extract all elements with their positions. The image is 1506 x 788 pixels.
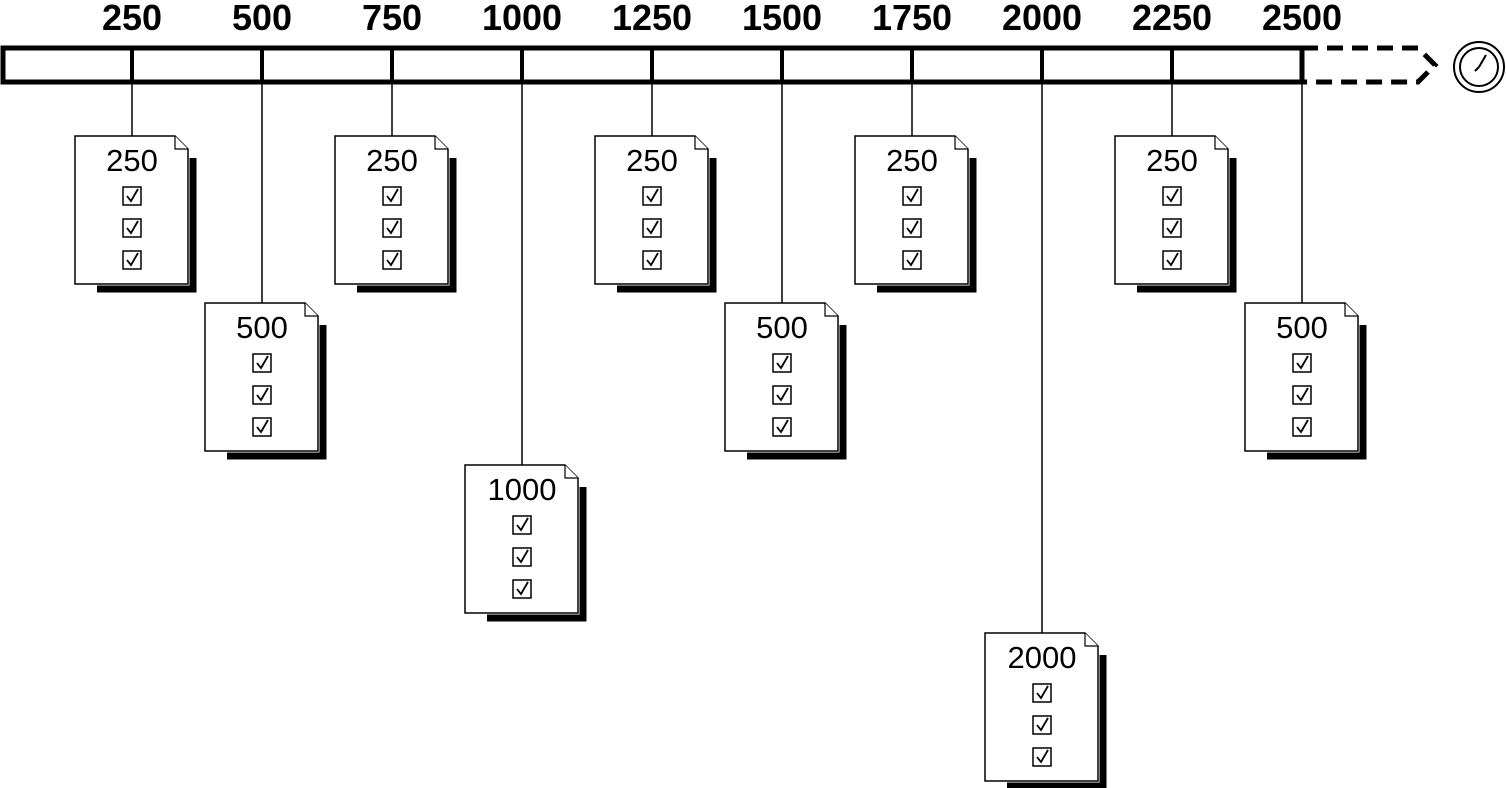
document-shadow <box>747 325 847 460</box>
checkbox-checked-icon <box>122 218 142 238</box>
document-fold <box>564 465 578 479</box>
document-card: 2000 <box>984 632 1107 788</box>
document-fold <box>304 303 318 317</box>
document-title: 250 <box>366 143 418 178</box>
checkbox-checked-icon <box>1032 683 1052 703</box>
document-page <box>594 135 709 285</box>
document-card: 500 <box>724 302 847 460</box>
checkbox-checked-icon <box>512 515 532 535</box>
document-title: 250 <box>626 143 678 178</box>
document-shadow <box>487 487 587 622</box>
document-shadow <box>227 325 327 460</box>
tick-label: 250 <box>102 0 162 38</box>
checkbox-checked-icon <box>1292 385 1312 405</box>
checkbox-checked-icon <box>772 417 792 437</box>
tick-label: 1750 <box>872 0 952 38</box>
checkbox-checked-icon <box>382 218 402 238</box>
tick-label: 2000 <box>1002 0 1082 38</box>
document-card: 250 <box>854 135 977 293</box>
checkbox-checked-icon <box>1162 218 1182 238</box>
checkbox-checked-icon <box>642 250 662 270</box>
document-shadow <box>1007 655 1107 788</box>
tick-label: 2500 <box>1262 0 1342 38</box>
document-title: 1000 <box>488 472 557 507</box>
document-title: 250 <box>106 143 158 178</box>
tick-label: 2250 <box>1132 0 1212 38</box>
document-page <box>1114 135 1229 285</box>
checkbox-checked-icon <box>772 353 792 373</box>
document-shadow <box>877 158 977 293</box>
document-shadow <box>617 158 717 293</box>
document-card: 500 <box>204 302 327 460</box>
checkbox-checked-icon <box>902 186 922 206</box>
checkbox-checked-icon <box>122 250 142 270</box>
tick-label: 500 <box>232 0 292 38</box>
document-page <box>74 135 189 285</box>
document-shadow <box>357 158 457 293</box>
document-fold <box>1344 303 1358 317</box>
document-fold <box>434 136 448 150</box>
checkbox-checked-icon <box>512 547 532 567</box>
document-page <box>724 302 839 452</box>
checkbox-checked-icon <box>642 186 662 206</box>
document-title: 250 <box>1146 143 1198 178</box>
checkbox-checked-icon <box>1032 747 1052 767</box>
tick-label: 1250 <box>612 0 692 38</box>
document-title: 500 <box>756 310 808 345</box>
document-card: 250 <box>74 135 197 293</box>
checkbox-checked-icon <box>772 385 792 405</box>
tick-label: 750 <box>362 0 422 38</box>
document-shadow <box>97 158 197 293</box>
checkbox-checked-icon <box>1292 353 1312 373</box>
checkbox-checked-icon <box>252 417 272 437</box>
checkbox-checked-icon <box>642 218 662 238</box>
document-shadow <box>1267 325 1367 460</box>
document-fold <box>824 303 838 317</box>
document-fold <box>1214 136 1228 150</box>
checkbox-checked-icon <box>902 250 922 270</box>
checkbox-checked-icon <box>122 186 142 206</box>
checkbox-checked-icon <box>252 353 272 373</box>
document-shadow <box>1137 158 1237 293</box>
checkbox-checked-icon <box>252 385 272 405</box>
document-card: 250 <box>1114 135 1237 293</box>
document-page <box>204 302 319 452</box>
checkbox-checked-icon <box>1162 250 1182 270</box>
checkbox-checked-icon <box>512 579 532 599</box>
document-fold <box>694 136 708 150</box>
document-title: 500 <box>1276 310 1328 345</box>
document-page <box>464 464 579 614</box>
clock-icon <box>1453 41 1505 93</box>
document-card: 1000 <box>464 464 587 622</box>
checkbox-checked-icon <box>902 218 922 238</box>
tick-labels: 250 500 750 1000 1250 1500 1750 2000 2250 2500 <box>102 0 1342 38</box>
document-fold <box>1084 633 1098 647</box>
document-title: 2000 <box>1008 640 1077 675</box>
document-card: 250 <box>594 135 717 293</box>
continuation-arrow <box>1302 45 1439 85</box>
document-title: 250 <box>886 143 938 178</box>
checkbox-checked-icon <box>1162 186 1182 206</box>
tick-label: 1500 <box>742 0 822 38</box>
document-page <box>854 135 969 285</box>
checkbox-checked-icon <box>1032 715 1052 735</box>
document-card: 500 <box>1244 302 1367 460</box>
document-card: 250 <box>334 135 457 293</box>
document-fold <box>174 136 188 150</box>
document-title: 500 <box>236 310 288 345</box>
documents: 250 500 250 1000 250 500 250 2000 250 500 <box>74 135 1367 788</box>
checkbox-checked-icon <box>382 250 402 270</box>
timeline-bar <box>0 45 1439 85</box>
document-page <box>984 632 1099 782</box>
connector-lines <box>131 82 1303 633</box>
tick-label: 1000 <box>482 0 562 38</box>
document-page <box>334 135 449 285</box>
document-page <box>1244 302 1359 452</box>
checkbox-checked-icon <box>1292 417 1312 437</box>
checkbox-checked-icon <box>382 186 402 206</box>
document-fold <box>954 136 968 150</box>
